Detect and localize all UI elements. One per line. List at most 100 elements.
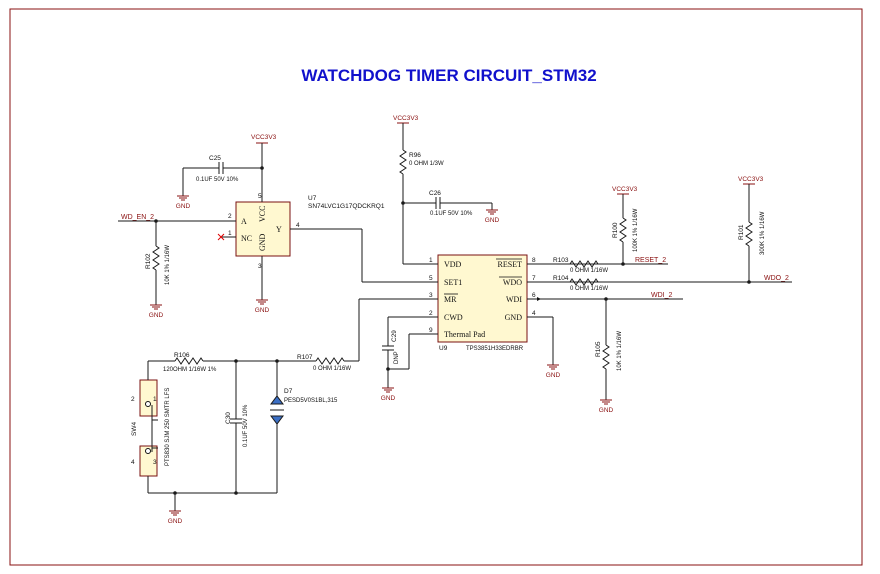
- sw4-reset-switch[interactable]: 2 1 4 3: [131, 379, 158, 477]
- u7-pin2-no: 2: [228, 213, 232, 220]
- u9-body: [437, 254, 528, 343]
- r106-value: 120OHM 1/16W 1%: [163, 367, 217, 373]
- u9-right-pin-no: 4: [532, 310, 536, 317]
- gnd-symbol: GND: [599, 399, 614, 414]
- r107-ref: R107: [297, 354, 313, 361]
- svg-text:4: 4: [131, 459, 135, 466]
- u9-left-pin-no: 2: [429, 310, 433, 317]
- u9-right-pin-name: RESET: [498, 260, 523, 269]
- c25-ref: C25: [209, 155, 221, 162]
- u9-right-pin-name: GND: [505, 313, 523, 322]
- svg-text:GND: GND: [546, 372, 561, 379]
- d7-tvs-diode[interactable]: [270, 395, 284, 425]
- r102-value: 10K 1% 1/16W: [165, 245, 171, 285]
- net-reset[interactable]: RESET_2: [635, 257, 666, 264]
- gnd-symbol: GND: [381, 387, 396, 402]
- u7-part: SN74LVC1G17QDCKRQ1: [308, 203, 385, 210]
- u9-left-pin-no: 9: [429, 327, 433, 334]
- r101-resistor[interactable]: [745, 221, 753, 247]
- u7-pin-nc: NC: [241, 234, 252, 243]
- net-wd-en[interactable]: WD_EN_2: [121, 214, 154, 221]
- r105-resistor[interactable]: [602, 344, 610, 370]
- u9-left-pin-name: SET1: [444, 278, 462, 287]
- r100-value: 100K 1% 1/16W: [633, 208, 639, 252]
- r100-ref: R100: [612, 222, 619, 238]
- u9-left-pin-name: CWD: [444, 313, 463, 322]
- u7-body: [235, 201, 291, 257]
- c30-ref: C30: [225, 412, 232, 424]
- u9-left-pin-name: MR: [444, 295, 457, 304]
- r106-resistor[interactable]: [174, 357, 204, 365]
- r107-value: 0 OHM 1/16W: [313, 366, 351, 372]
- svg-text:VCC3V3: VCC3V3: [251, 134, 277, 141]
- c25-value: 0.1UF 50V 10%: [196, 177, 239, 183]
- gnd-symbol: GND: [149, 304, 164, 319]
- no-connect-marker: [217, 233, 225, 241]
- svg-text:VCC3V3: VCC3V3: [393, 115, 419, 122]
- d7-value: PESD5V0S1BL,315: [284, 398, 338, 404]
- u9-ref: U9: [439, 345, 448, 352]
- r103-ref: R103: [553, 257, 569, 264]
- gnd-symbol: GND: [176, 195, 191, 210]
- sheet-border: [9, 8, 863, 566]
- u9-left-pin-name: VDD: [444, 260, 462, 269]
- svg-text:1: 1: [153, 396, 157, 403]
- u7-pin-a: A: [241, 217, 247, 226]
- svg-text:3: 3: [153, 459, 157, 466]
- r105-value: 10K 1% 1/16W: [617, 331, 623, 371]
- u7-pin3-no: 3: [258, 263, 262, 270]
- r96-ref: R96: [409, 152, 421, 159]
- net-wdo[interactable]: WDO_2: [764, 275, 789, 282]
- r104-resistor[interactable]: [569, 278, 599, 286]
- net-wdi[interactable]: WDI_2: [651, 292, 673, 299]
- svg-text:GND: GND: [381, 395, 396, 402]
- r101-value: 300K 1% 1/16W: [760, 211, 766, 255]
- c30-value: 0.1UF 50V 10%: [243, 404, 249, 447]
- r101-ref: R101: [738, 224, 745, 240]
- gnd-symbol: GND: [168, 510, 183, 525]
- d7-ref: D7: [284, 388, 293, 395]
- r104-ref: R104: [553, 275, 569, 282]
- c26-ref: C26: [429, 190, 441, 197]
- u7-buffer[interactable]: U7 SN74LVC1G17QDCKRQ1 2 A 1 NC 5 VCC 3 G…: [222, 188, 385, 300]
- svg-text:2: 2: [131, 396, 135, 403]
- svg-text:GND: GND: [149, 312, 164, 319]
- sw4-value: PTS830 SJM 250 SMTR LFS: [165, 388, 171, 466]
- u7-pin1-no: 1: [228, 230, 232, 237]
- c26-value: 0.1UF 50V 10%: [430, 211, 473, 217]
- schematic-title: WATCHDOG TIMER CIRCUIT_STM32: [301, 66, 596, 85]
- gnd-symbol: GND: [255, 299, 270, 314]
- r107-resistor[interactable]: [315, 357, 345, 365]
- svg-text:GND: GND: [599, 407, 614, 414]
- u7-pin4-no: 4: [296, 222, 300, 229]
- u9-left-pin-no: 1: [429, 257, 433, 264]
- r104-value: 0 OHM 1/16W: [570, 286, 608, 292]
- u9-part: TPS3851H33EDRBR: [466, 346, 524, 352]
- u9-left-pin-no: 5: [429, 275, 433, 282]
- c29-ref: C29: [391, 330, 398, 342]
- gnd-symbol: GND: [485, 209, 500, 224]
- vcc-symbol-r101: VCC3V3: [738, 176, 764, 185]
- vcc-symbol-r96: VCC3V3: [393, 115, 419, 124]
- r96-value: 0 OHM 1/3W: [409, 161, 444, 167]
- svg-text:GND: GND: [485, 217, 500, 224]
- r96-resistor[interactable]: [399, 149, 407, 175]
- r102-resistor[interactable]: [152, 245, 160, 271]
- r103-resistor[interactable]: [569, 260, 599, 268]
- r103-value: 0 OHM 1/16W: [570, 268, 608, 274]
- r100-resistor[interactable]: [619, 217, 627, 243]
- u9-right-pin-no: 8: [532, 257, 536, 264]
- u9-right-pin-name: WDO: [503, 278, 522, 287]
- u7-pin5-no: 5: [258, 193, 262, 200]
- svg-text:GND: GND: [168, 518, 183, 525]
- u9-left-pin-no: 3: [429, 292, 433, 299]
- u9-right-pin-name: WDI: [506, 295, 522, 304]
- svg-text:VCC3V3: VCC3V3: [612, 186, 638, 193]
- r106-ref: R106: [174, 352, 190, 359]
- u7-pin-y: Y: [276, 225, 282, 234]
- svg-text:GND: GND: [255, 307, 270, 314]
- gnd-symbol: GND: [546, 364, 561, 379]
- u9-right-pin-no: 7: [532, 275, 536, 282]
